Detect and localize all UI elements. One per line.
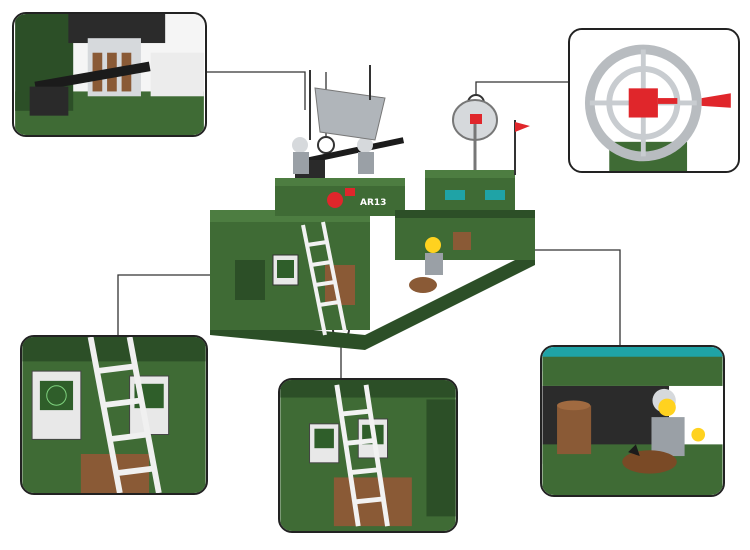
main-model-image: AR13: [210, 65, 535, 350]
callout-panel-ladder: [278, 378, 458, 533]
machine-gun: [305, 137, 405, 164]
model-badge: AR13: [360, 198, 386, 208]
soldier-figure: [425, 237, 441, 253]
dog-figure: [409, 277, 437, 293]
callout-panel-radar: [568, 28, 740, 173]
callout-panel-monitor: [20, 335, 208, 495]
callout-panel-gun: [12, 12, 207, 137]
grey-roof: [314, 87, 386, 141]
callout-panel-soldier: [540, 345, 725, 497]
white-ladder: [301, 221, 347, 336]
